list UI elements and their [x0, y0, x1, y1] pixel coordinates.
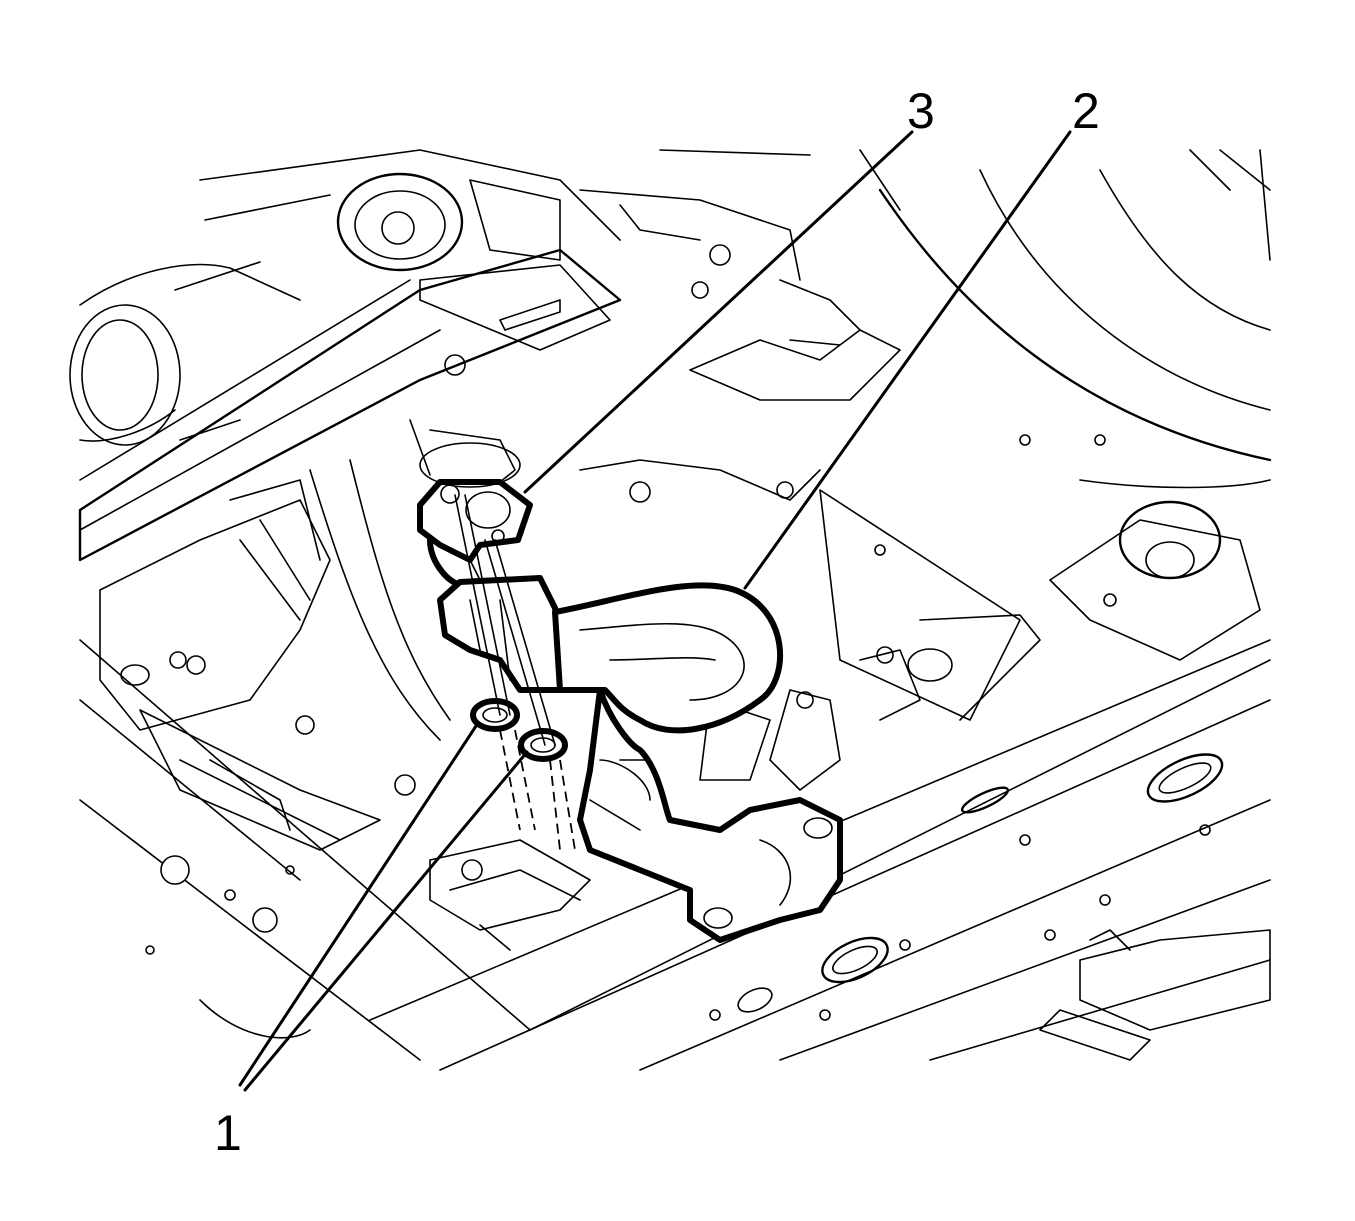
bolt-alignment-lines: [454, 494, 576, 851]
leader-1b: [243, 750, 529, 1092]
nut-right: [518, 728, 568, 762]
nut-left: [470, 698, 520, 732]
downstream-pipe: [577, 687, 843, 943]
callouts: 3 2 1: [214, 83, 1100, 1161]
callout-2: 2: [1072, 83, 1100, 139]
callout-3: 3: [907, 83, 935, 139]
leader-2: [743, 130, 1072, 590]
exhaust-pipe-assembly: [409, 419, 843, 943]
leader-lines: [238, 130, 1072, 1092]
upper-flange: [417, 479, 533, 563]
leader-3: [523, 130, 914, 494]
callout-1: 1: [214, 1105, 242, 1161]
leader-1a: [238, 721, 480, 1087]
pipe-collar: [437, 575, 563, 693]
flange-nuts: [470, 698, 568, 762]
underbody-structure: [69, 149, 1272, 1071]
